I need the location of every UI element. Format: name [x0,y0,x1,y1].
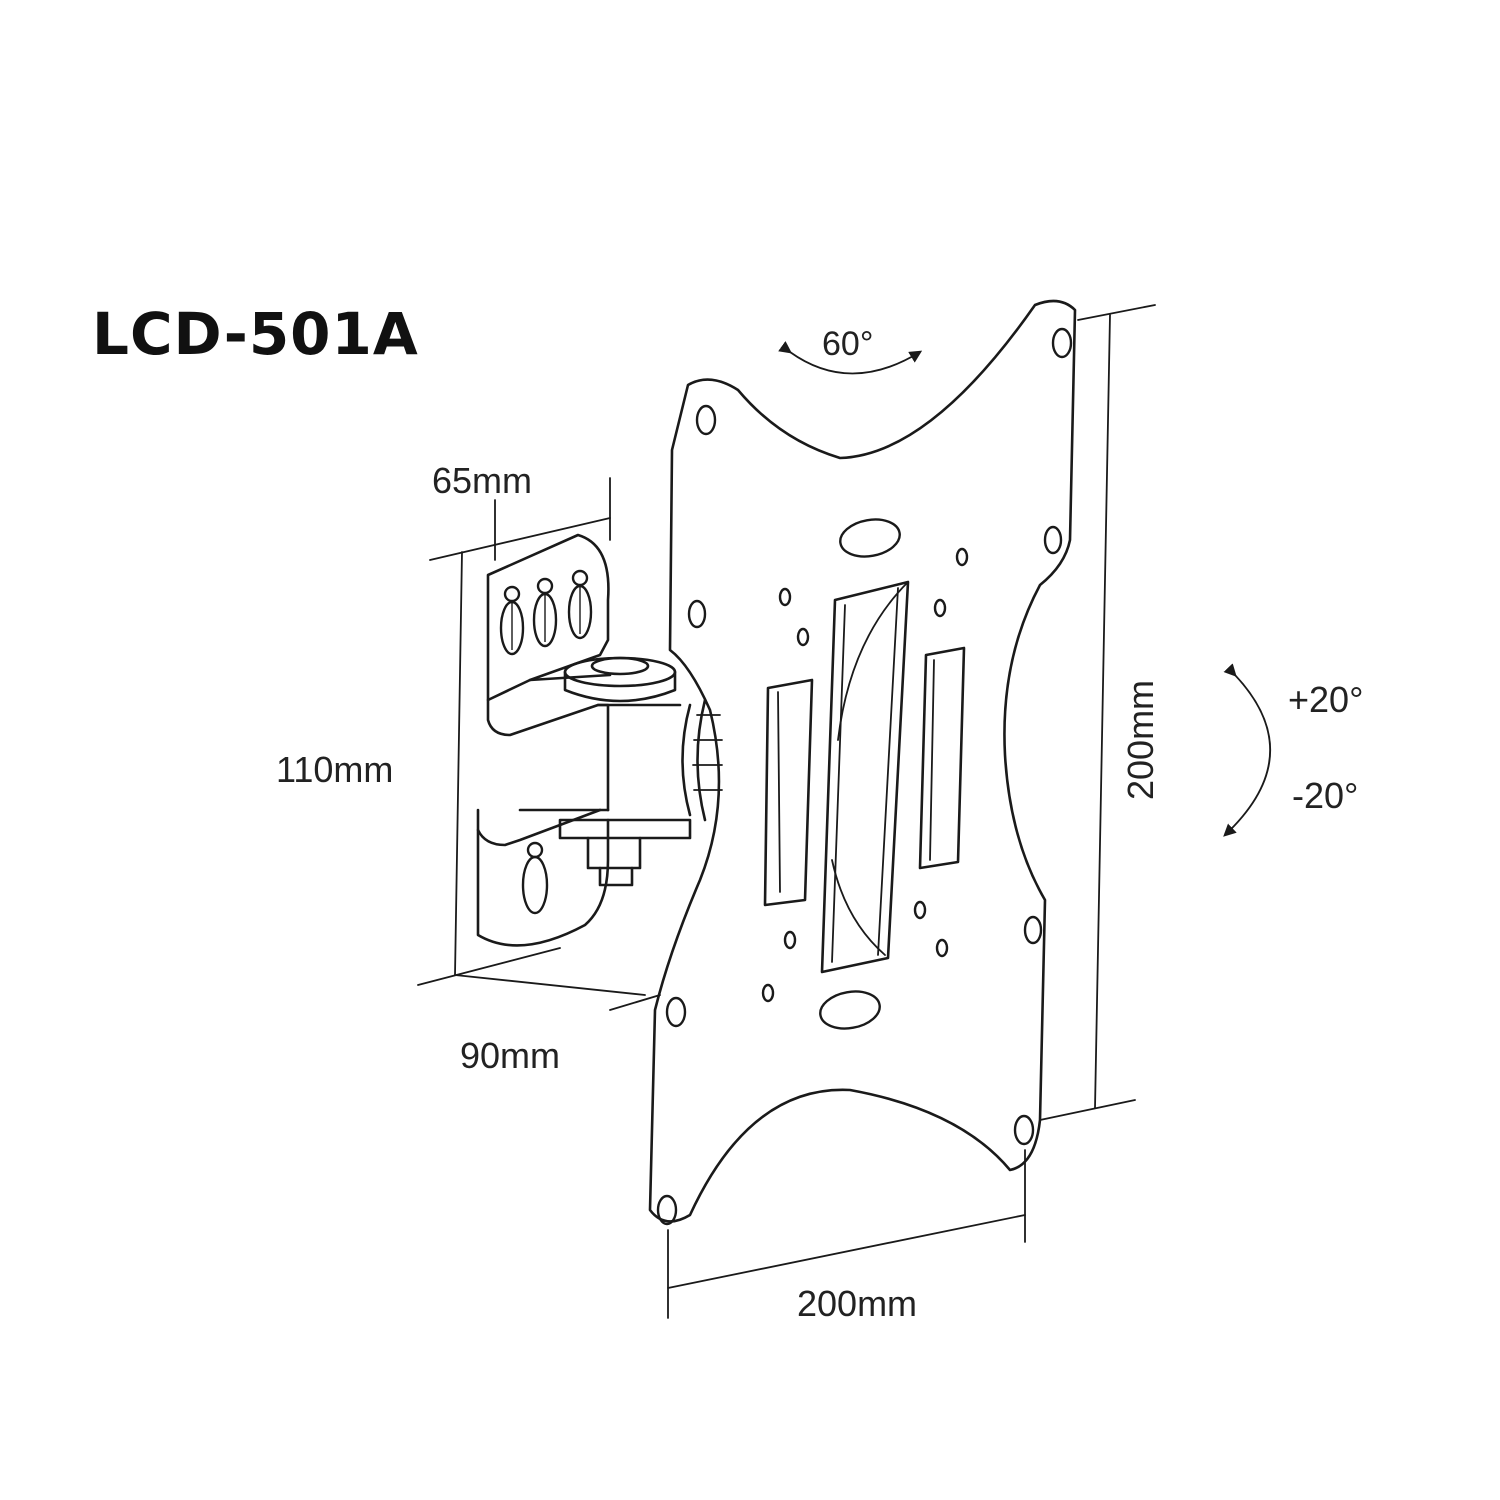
mounting-hole [1051,327,1073,359]
tilt-up-label: +20° [1288,679,1363,720]
rect-slot [763,678,814,907]
keyhole-slot [532,577,558,648]
wall-plate-width-label: 65mm [432,460,532,501]
keyhole-slot [567,569,593,640]
center-channel [820,580,910,974]
tilt-down-label: -20° [1292,775,1358,816]
keyhole-slot [521,841,549,915]
arm-depth-label: 90mm [460,1035,560,1076]
vesa-height-label: 200mm [1120,680,1161,800]
mounting-hole [1013,1114,1035,1146]
mounting-hole [1023,915,1043,945]
mounting-hole [687,599,707,629]
model-title: LCD-501A [92,300,419,368]
wall-plate-height-label: 110mm [276,749,393,790]
vesa-plate [648,299,1077,1226]
oval-slot [819,990,881,1030]
small-hole [761,547,969,1003]
keyhole-slot [499,585,525,656]
rect-slot [918,646,966,870]
mounting-hole [665,996,687,1028]
swivel-label: 60° [822,325,873,363]
pivot-arm [558,656,723,887]
dimension-lines [417,304,1272,1319]
mounting-hole [695,404,717,436]
oval-slot [839,518,901,558]
vesa-width-label: 200mm [797,1283,917,1324]
wall-plate [476,533,682,947]
mounting-hole [1043,525,1063,555]
mounting-hole [656,1194,678,1226]
